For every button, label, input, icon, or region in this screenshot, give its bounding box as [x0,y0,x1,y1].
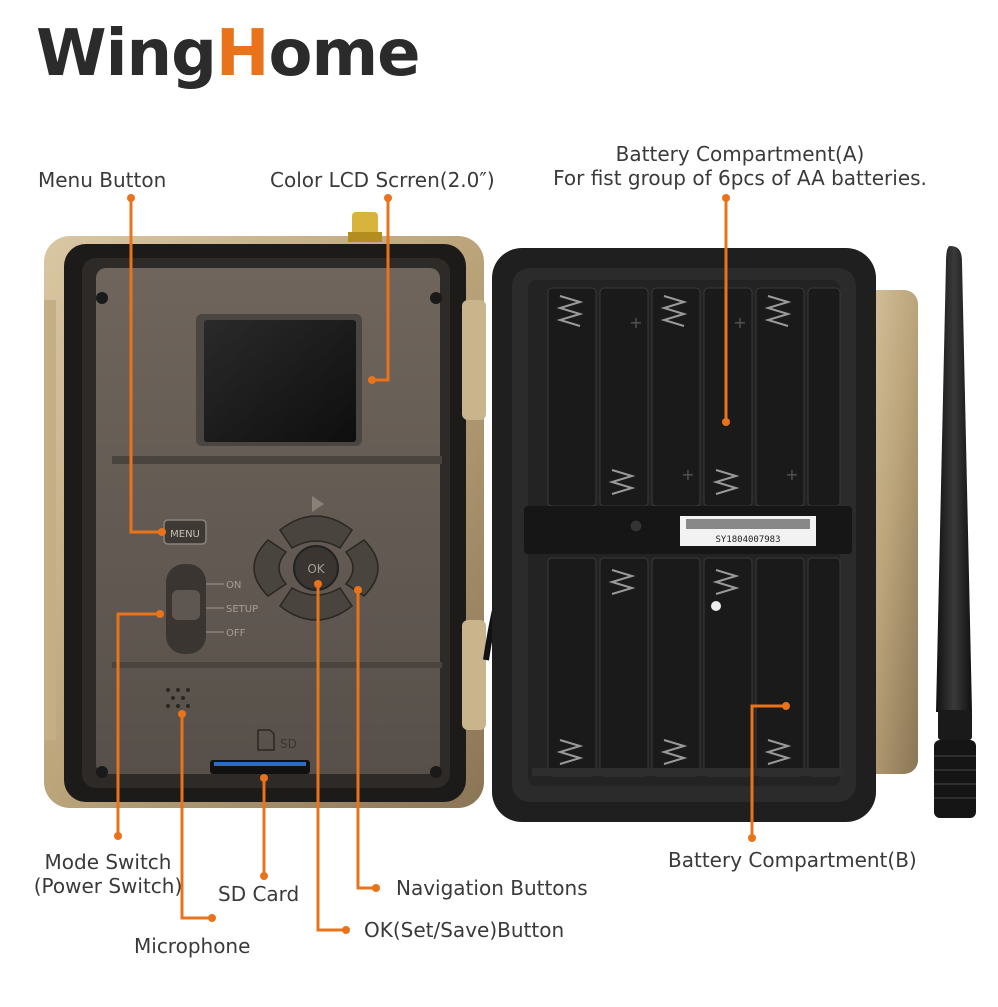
lcd-screen-callout: Color LCD Scrren(2.0″) [270,168,495,192]
menu-button-leader [129,198,162,534]
ok-leader [316,584,346,932]
ok-button-label: OK [307,562,325,576]
lcd-screen [196,314,362,446]
navigation-leader [356,590,376,890]
logo-suffix: ome [268,17,420,91]
mode-switch[interactable]: ON SETUP OFF [166,564,258,654]
battery-bracket: SY1804007983 [524,506,852,554]
menu-button-callout: Menu Button [38,168,167,192]
sd-card-slot[interactable]: SD [210,729,310,774]
barcode-icon [686,519,810,529]
nav-left-button[interactable] [253,539,288,597]
microphone-leader [180,714,212,920]
battery-a-description: For fist group of 6pcs of AA batteries. [553,166,927,190]
sd-card-callout: SD Card [218,882,300,906]
nav-up-button[interactable] [278,515,354,550]
battery-compartment-a: + + + + [547,287,841,507]
battery-b-callout: Battery Compartment(B) [668,848,917,872]
menu-key[interactable]: MENU [163,519,207,545]
plus-icon: + [629,313,642,332]
switch-off-label: OFF [226,628,246,639]
mode-switch-leader [116,612,160,836]
logo-prefix: Wing [36,17,217,91]
mode-switch-callout: Mode Switch (Power Switch) [20,850,196,898]
navigation-buttons-callout: Navigation Buttons [396,876,588,900]
plus-icon: + [785,465,798,484]
lcd-leader [372,198,390,382]
menu-key-label: MENU [170,529,200,540]
switch-on-label: ON [226,580,241,591]
logo-accent-letter: H [215,17,270,91]
battery-a-title: Battery Compartment(A) [615,142,865,166]
navigation-buttons[interactable] [253,496,379,621]
nav-down-button[interactable] [278,586,354,621]
sd-slot-label: SD [280,737,297,751]
ok-button[interactable]: OK [293,545,339,591]
serial-number: SY1804007983 [715,535,780,545]
switch-setup-label: SETUP [226,604,258,615]
brand-logo: WingHome [36,22,421,86]
plus-icon: + [681,465,694,484]
mode-switch-subtitle: (Power Switch) [33,874,183,898]
microphone-callout: Microphone [134,934,251,958]
play-icon [312,496,324,512]
ok-button-callout: OK(Set/Save)Button [364,918,565,942]
mode-switch-title: Mode Switch [44,850,172,874]
callout-dots [114,194,790,934]
battery-b-leader [750,704,786,838]
sd-card-icon [257,729,275,751]
antenna [934,246,976,818]
callout-lines [116,198,786,932]
microphone-holes [166,688,190,708]
battery-compartment-b [532,557,844,777]
battery-a-callout: Battery Compartment(A) For fist group of… [520,142,960,190]
plus-icon: + [733,313,746,332]
camera-body-left [44,212,486,808]
